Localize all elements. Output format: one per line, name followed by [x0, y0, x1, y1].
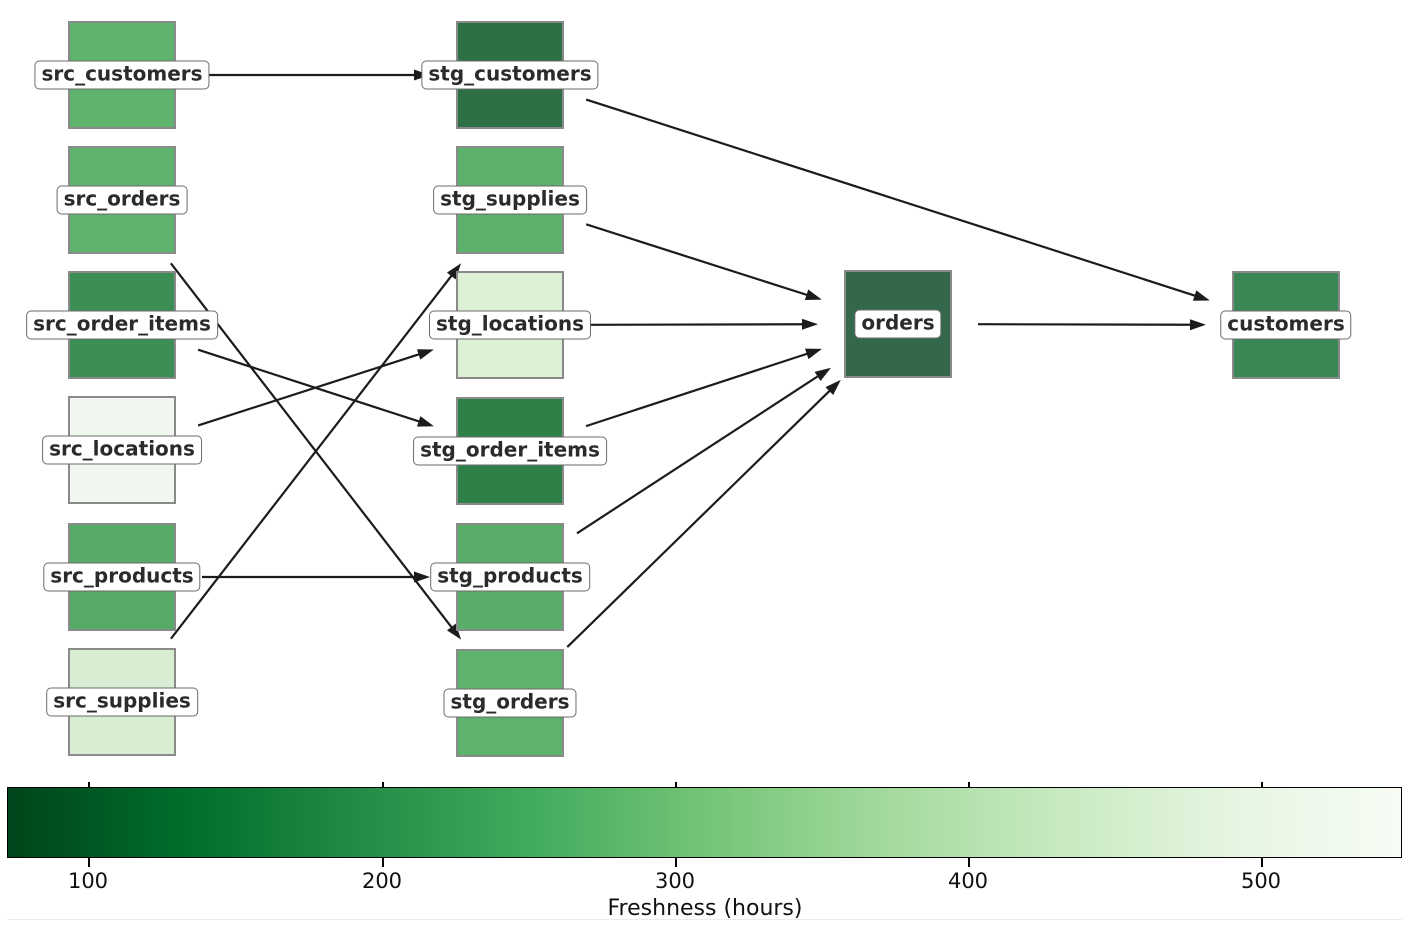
colorbar-ticklabel-400: 400 [947, 869, 989, 893]
edge-orders-to-customers [977, 323, 1195, 326]
node-label-stg_products: stg_products [430, 562, 590, 592]
edge-stg_supplies-to-orders [585, 223, 811, 298]
edge-stg_orders-to-orders [566, 387, 833, 648]
colorbar-tick-top-400 [968, 782, 970, 787]
colorbar-tick-bottom-200 [382, 858, 384, 867]
colorbar-axis-label: Freshness (hours) [607, 896, 803, 921]
edge-src_order_items-to-stg_order_items [197, 348, 423, 424]
edge-stg_order_items-to-orders [585, 351, 811, 428]
node-label-src_products: src_products [43, 562, 201, 592]
colorbar-ticklabel-300: 300 [654, 869, 696, 893]
arrowhead-src_order_items-to-stg_order_items [416, 416, 434, 427]
node-label-src_locations: src_locations [42, 435, 202, 465]
node-label-customers: customers [1220, 310, 1352, 340]
arrowhead-src_products-to-stg_products [414, 571, 430, 583]
node-label-src_order_items: src_order_items [26, 310, 218, 340]
colorbar-tick-bottom-500 [1261, 858, 1263, 867]
colorbar-tick-top-500 [1261, 782, 1263, 787]
node-label-src_orders: src_orders [56, 185, 188, 215]
node-label-src_supplies: src_supplies [46, 687, 198, 717]
edge-src_supplies-to-stg_supplies [170, 272, 455, 640]
arrowhead-src_locations-to-stg_locations [416, 349, 434, 360]
colorbar-tick-top-300 [675, 782, 677, 787]
colorbar-tick-bottom-100 [88, 858, 90, 867]
colorbar-ticklabel-200: 200 [361, 869, 403, 893]
arrowhead-stg_locations-to-orders [801, 318, 819, 330]
node-label-stg_locations: stg_locations [428, 310, 592, 340]
node-label-src_customers: src_customers [34, 60, 210, 90]
colorbar-tick-bottom-400 [968, 858, 970, 867]
colorbar-tick-bottom-300 [675, 858, 677, 867]
arrowhead-stg_order_items-to-orders [805, 348, 822, 360]
node-label-orders: orders [854, 309, 942, 339]
arrowhead-src_supplies-to-stg_supplies [446, 263, 462, 280]
node-label-stg_supplies: stg_supplies [433, 185, 587, 215]
edge-stg_locations-to-orders [589, 323, 807, 326]
node-label-stg_customers: stg_customers [421, 60, 599, 90]
colorbar-tick-top-200 [382, 782, 384, 787]
arrowhead-stg_customers-to-customers [1192, 290, 1210, 301]
arrowhead-stg_orders-to-orders [825, 379, 841, 396]
figure-bottom-edge [7, 919, 1402, 920]
colorbar [7, 787, 1402, 858]
node-label-stg_order_items: stg_order_items [413, 436, 607, 466]
arrowhead-src_orders-to-stg_orders [447, 623, 462, 640]
arrowhead-orders-to-customers [1189, 319, 1207, 331]
colorbar-gradient [8, 788, 1401, 857]
edge-stg_customers-to-customers [585, 98, 1199, 298]
node-label-stg_orders: stg_orders [443, 688, 577, 718]
edge-src_locations-to-stg_locations [197, 352, 423, 427]
arrowhead-stg_products-to-orders [814, 367, 831, 382]
edge-src_orders-to-stg_orders [169, 262, 455, 631]
colorbar-tick-top-100 [88, 782, 90, 787]
colorbar-ticklabel-500: 500 [1240, 869, 1282, 893]
arrowhead-stg_supplies-to-orders [804, 289, 822, 301]
colorbar-ticklabel-100: 100 [67, 869, 109, 893]
edge-stg_products-to-orders [576, 373, 822, 535]
